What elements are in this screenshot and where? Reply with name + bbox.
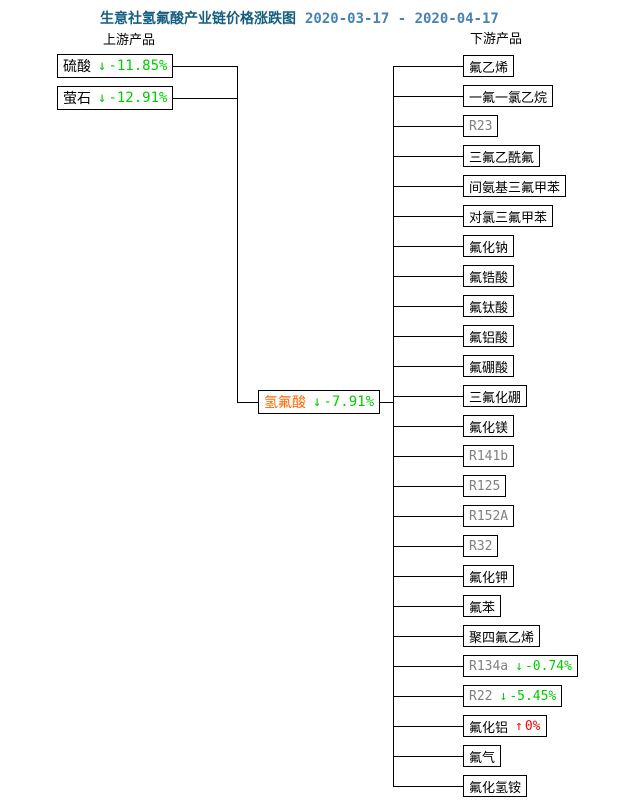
product-name: R141b [469,448,509,464]
product-node: 氟气 [463,745,502,767]
product-node: 氟苯 [463,595,502,617]
product-name: R152A [469,508,509,524]
product-name: 氟化氢铵 [469,780,522,796]
product-node: 间氨基三氟甲苯 [463,175,567,197]
product-node: 聚四氟乙烯 [463,625,541,647]
product-name: 氢氟酸 [264,395,306,411]
product-node: R32 [463,535,499,557]
trend-arrow-icon: ↓ [515,658,523,674]
product-name: 氟硼酸 [469,360,509,376]
product-name: 氟气 [469,750,496,766]
product-name: 硫酸 [63,59,91,75]
product-name: 氟乙烯 [469,60,509,76]
product-node: R141b [463,445,515,467]
price-change: -7.91% [323,394,375,410]
product-node: 氟钛酸 [463,295,515,317]
product-name: 间氨基三氟甲苯 [469,180,561,196]
price-change: -11.85% [108,58,168,74]
product-name: R134a [469,658,509,674]
product-name: R22 [469,688,493,704]
product-node: 三氟化硼 [463,385,528,407]
product-node: 氟铝酸 [463,325,515,347]
product-node: 三氟乙酰氟 [463,145,541,167]
product-name: 三氟乙酰氟 [469,150,535,166]
product-node: 对氯三氟甲苯 [463,205,554,227]
product-name: 氟钛酸 [469,300,509,316]
chart-title: 生意社氢氟酸产业链价格涨跌图 [100,11,296,27]
product-node: 氟化镁 [463,415,515,437]
product-node: 氢氟酸 ↓ -7.91% [258,390,381,414]
product-node: R134a ↓ -0.74% [463,655,578,677]
product-node: 氟锆酸 [463,265,515,287]
product-node: 氟化铝 ↑ 0% [463,715,547,737]
product-name: 萤石 [63,91,91,107]
product-name: 氟苯 [469,600,496,616]
product-node: 氟化氢铵 [463,775,528,797]
price-change: -0.74% [524,658,572,674]
product-node: 硫酸 ↓ -11.85% [57,54,174,78]
product-name: 三氟化硼 [469,390,522,406]
product-name: 氟化镁 [469,420,509,436]
product-node: R23 [463,115,499,137]
title-row: 生意社氢氟酸产业链价格涨跌图 2020-03-17 - 2020-04-17 [100,8,499,28]
product-name: R32 [469,538,493,554]
product-name: 氟铝酸 [469,330,509,346]
product-node: 氟化钾 [463,565,515,587]
upstream-products-label: 上游产品 [103,33,156,48]
product-name: R23 [469,118,493,134]
product-name: 一氟一氯乙烷 [469,90,548,106]
product-name: R125 [469,478,501,494]
trend-arrow-icon: ↓ [499,688,508,704]
product-node: 一氟一氯乙烷 [463,85,554,107]
price-change: -12.91% [108,90,168,106]
product-node: 萤石 ↓ -12.91% [57,86,174,110]
product-node: 氟硼酸 [463,355,515,377]
date-range: 2020-03-17 - 2020-04-17 [305,11,499,27]
product-node: R152A [463,505,515,527]
price-change: 0% [524,718,541,734]
product-name: 氟化钾 [469,570,509,586]
product-name: 氟化铝 [469,720,509,736]
product-name: 氟化钠 [469,240,509,256]
product-node: 氟化钠 [463,235,515,257]
trend-arrow-icon: ↓ [98,58,107,74]
trend-arrow-icon: ↑ [515,718,523,734]
trend-arrow-icon: ↓ [98,90,107,106]
product-node: R22 ↓ -5.45% [463,685,563,707]
product-node: R125 [463,475,507,497]
trend-arrow-icon: ↓ [313,394,322,410]
product-name: 氟锆酸 [469,270,509,286]
product-node: 氟乙烯 [463,55,515,77]
price-change: -5.45% [509,688,557,704]
downstream-products-label: 下游产品 [470,32,523,47]
product-name: 聚四氟乙烯 [469,630,535,646]
product-name: 对氯三氟甲苯 [469,210,548,226]
